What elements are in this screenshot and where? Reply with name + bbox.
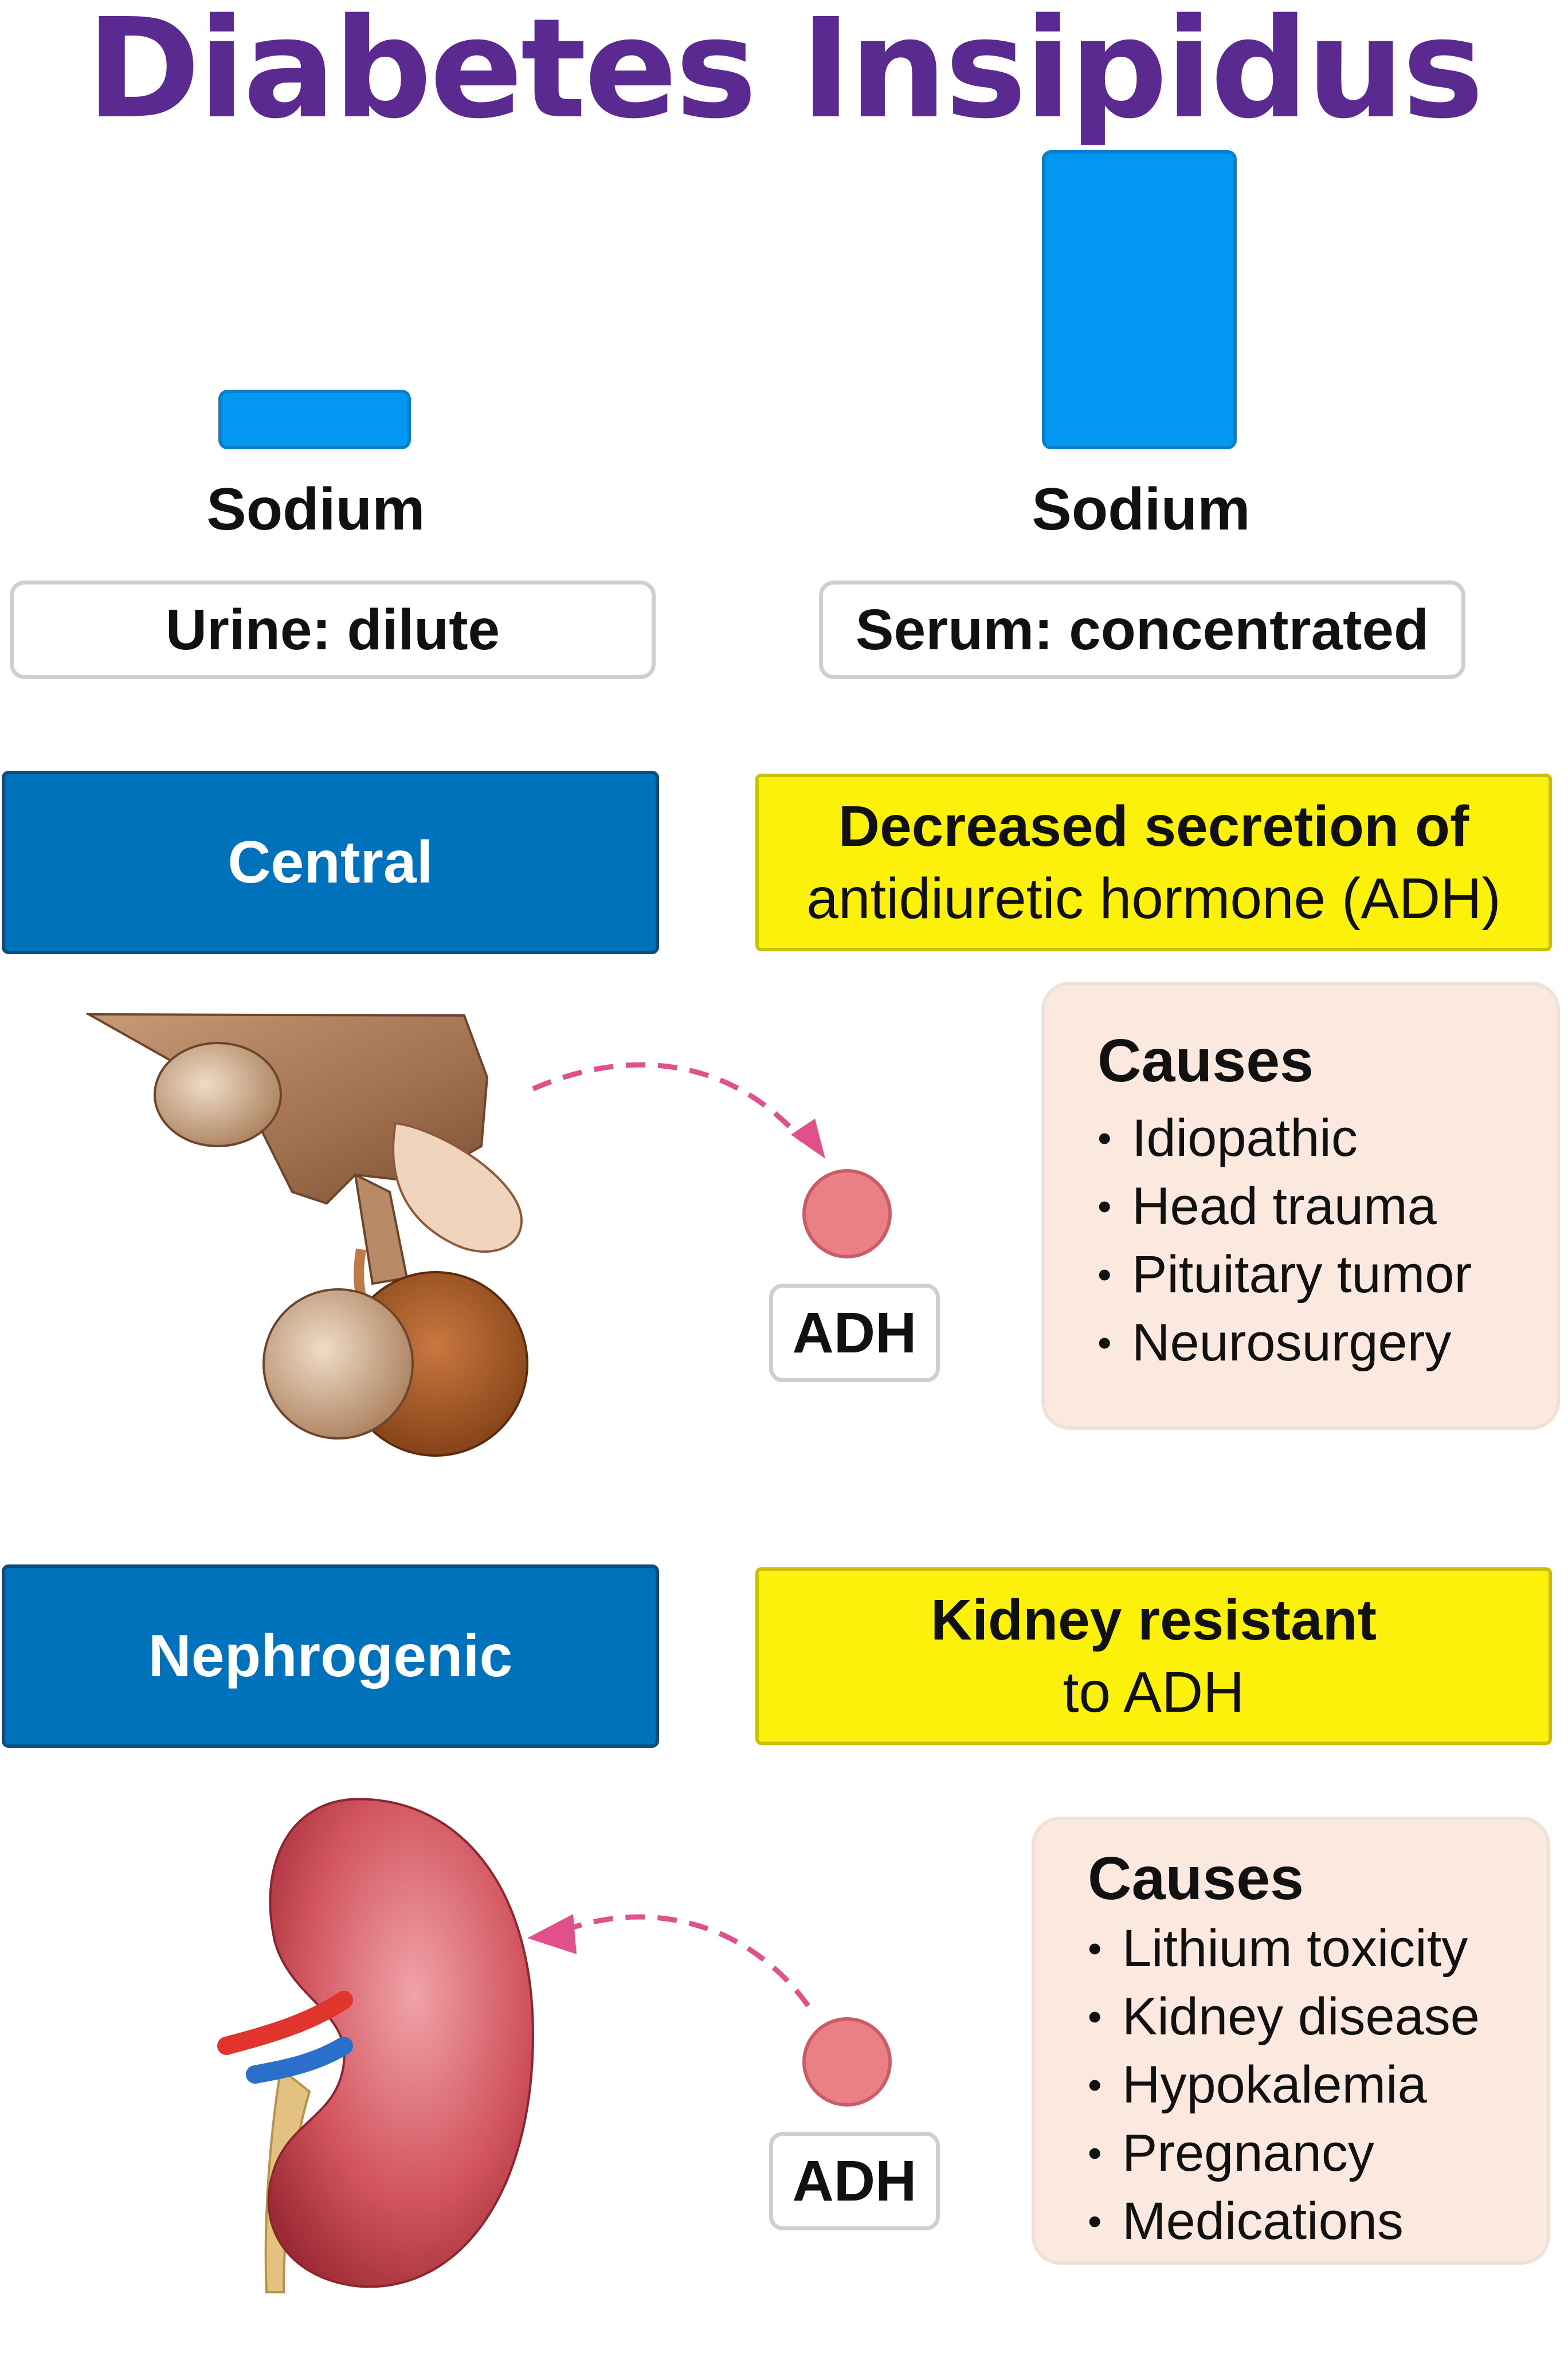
renal-vein-shape [246, 2037, 353, 2084]
nephrogenic-adh-arrow [527, 1914, 810, 2007]
central-causes-list: Idiopathic Head trauma Pituitary tumor N… [1097, 1104, 1472, 1377]
central-type-box: Central [2, 771, 659, 954]
urine-sodium-bar [218, 390, 411, 449]
nephrogenic-mechanism-line1: Kidney resistant [930, 1588, 1377, 1652]
nephrogenic-causes-list: Lithium toxicity Kidney disease Hypokale… [1088, 1915, 1480, 2256]
pituitary-gland-illustration [86, 1013, 528, 1457]
urine-dilute-text: Urine: dilute [165, 597, 500, 662]
nephrogenic-type-box: Nephrogenic [2, 1564, 659, 1748]
kidney-illustration [217, 1798, 535, 2293]
anterior-pituitary-shape [262, 1288, 414, 1440]
central-type-label: Central [228, 829, 433, 896]
nephrogenic-adh-molecule [802, 2017, 892, 2107]
nephrogenic-cause-item: Lithium toxicity [1088, 1915, 1480, 1983]
nephrogenic-mechanism-box: Kidney resistant to ADH [755, 1567, 1552, 1745]
mammillary-fold-shape [392, 1121, 523, 1253]
central-adh-label: ADH [792, 1300, 917, 1365]
central-causes-title: Causes [1097, 1027, 1314, 1095]
serum-concentrated-box: Serum: concentrated [819, 581, 1465, 679]
nephrogenic-cause-item: Medications [1088, 2187, 1480, 2256]
urine-dilute-box: Urine: dilute [10, 581, 656, 679]
serum-sodium-label: Sodium [1032, 476, 1251, 543]
central-causes-box: Causes Idiopathic Head trauma Pituitary … [1041, 982, 1560, 1430]
optic-chiasm-shape [154, 1042, 282, 1147]
serum-sodium-bar [1042, 150, 1237, 449]
serum-concentrated-text: Serum: concentrated [855, 597, 1429, 662]
nephrogenic-adh-label: ADH [792, 2148, 917, 2213]
page-title: Diabetes Insipidus [86, 0, 1484, 149]
central-adh-molecule [802, 1169, 892, 1258]
central-cause-item: Idiopathic [1097, 1104, 1472, 1172]
central-mechanism-box: Decreased secretion of antidiuretic horm… [755, 774, 1552, 951]
central-adh-arrow [532, 1062, 825, 1159]
nephrogenic-cause-item: Pregnancy [1088, 2119, 1480, 2187]
nephrogenic-type-label: Nephrogenic [148, 1622, 513, 1689]
central-cause-item: Neurosurgery [1097, 1309, 1472, 1377]
central-mechanism-line2: antidiuretic hormone (ADH) [806, 866, 1501, 931]
kidney-body-shape [267, 1798, 535, 2288]
central-adh-label-box: ADH [769, 1284, 940, 1382]
central-mechanism-line1: Decreased secretion of [838, 794, 1469, 858]
nephrogenic-adh-label-box: ADH [769, 2132, 940, 2230]
nephrogenic-causes-box: Causes Lithium toxicity Kidney disease H… [1032, 1817, 1550, 2265]
central-cause-item: Pituitary tumor [1097, 1241, 1472, 1309]
nephrogenic-causes-title: Causes [1088, 1845, 1304, 1912]
nephrogenic-cause-item: Hypokalemia [1088, 2051, 1480, 2119]
urine-sodium-label: Sodium [206, 476, 425, 543]
nephrogenic-mechanism-line2: to ADH [1063, 1660, 1245, 1724]
nephrogenic-cause-item: Kidney disease [1088, 1983, 1480, 2051]
central-cause-item: Head trauma [1097, 1172, 1472, 1241]
renal-artery-shape [217, 1991, 353, 2055]
